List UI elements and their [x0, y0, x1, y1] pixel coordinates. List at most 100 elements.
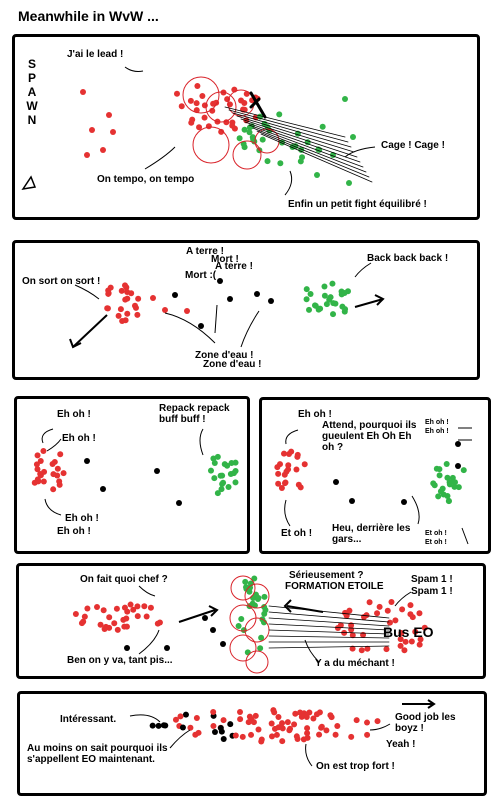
green-player-dot: [241, 144, 248, 151]
red-player-dot: [304, 730, 311, 737]
red-player-dot: [50, 471, 57, 478]
red-player-dot: [408, 638, 415, 645]
red-player-dot: [353, 717, 360, 724]
red-player-dot: [172, 716, 179, 723]
black-player-dot: [455, 441, 461, 447]
red-player-dot: [119, 318, 126, 325]
speech-tick: [305, 743, 313, 767]
red-player-dot: [255, 726, 262, 733]
red-player-dot: [358, 647, 365, 654]
red-player-dot: [134, 613, 141, 620]
red-player-dot: [141, 603, 148, 610]
speech-eto-small-1: Et oh !: [425, 530, 447, 537]
red-player-dot: [194, 82, 201, 89]
label-bus-eo: Bus EO: [383, 624, 434, 640]
speech-eh-4: Eh oh !: [57, 526, 91, 537]
red-player-dot: [374, 718, 381, 725]
red-player-dot: [193, 100, 200, 107]
green-player-dot: [449, 478, 456, 485]
speech-tick: [74, 284, 100, 300]
speech-aterre-1: A terre !: [186, 246, 224, 257]
attack-line: [268, 605, 390, 619]
red-player-dot: [121, 282, 128, 289]
panel-2-drawing: [69, 262, 385, 349]
red-player-dot: [218, 128, 225, 135]
speech-goodjob: Good job les boyz !: [395, 712, 456, 734]
black-player-dot: [172, 292, 178, 298]
red-player-dot: [279, 725, 286, 732]
black-player-dot: [220, 735, 227, 742]
green-player-dot: [236, 135, 243, 142]
speech-tick: [41, 428, 54, 444]
red-player-dot: [199, 93, 206, 100]
green-player-dot: [440, 491, 447, 498]
green-player-dot: [232, 479, 239, 486]
speech-allez: Ben on y va, tant pis...: [67, 655, 173, 666]
green-player-dot: [246, 129, 253, 136]
red-player-dot: [111, 620, 118, 627]
black-player-dot: [154, 468, 160, 474]
speech-tick: [461, 527, 469, 545]
attack-line: [240, 118, 358, 158]
red-player-dot: [78, 620, 85, 627]
black-player-dot: [179, 724, 186, 731]
green-player-dot: [238, 615, 245, 622]
green-player-dot: [330, 311, 337, 318]
red-player-dot: [285, 462, 292, 469]
red-player-dot: [349, 632, 356, 639]
green-player-dot: [211, 475, 218, 482]
speech-fort: On est trop fort !: [316, 761, 395, 772]
advance-arrow: [208, 605, 219, 617]
green-player-dot: [350, 134, 356, 140]
back-arrow: [374, 294, 385, 306]
attack-line: [232, 112, 352, 148]
red-player-dot: [275, 470, 282, 477]
target-circle: [244, 583, 270, 609]
black-player-dot: [162, 722, 169, 729]
red-player-dot: [220, 717, 227, 724]
green-player-dot: [299, 154, 306, 161]
red-player-dot: [364, 719, 371, 726]
speech-moins: Au moins on sait pourquoi ils s'appellen…: [27, 743, 168, 765]
red-player-dot: [316, 731, 323, 738]
attack-line: [256, 130, 370, 178]
red-player-dot: [398, 630, 405, 637]
green-player-dot: [235, 623, 242, 630]
red-player-dot: [209, 107, 216, 114]
black-player-dot: [220, 641, 226, 647]
red-player-dot: [118, 287, 125, 294]
red-player-dot: [282, 479, 289, 486]
green-player-dot: [321, 292, 328, 299]
speech-tick: [344, 146, 376, 158]
speech-tick: [284, 170, 293, 196]
red-player-dot: [323, 727, 330, 734]
green-player-dot: [255, 595, 262, 602]
red-player-dot: [128, 290, 135, 297]
green-player-dot: [211, 459, 218, 466]
attack-line: [248, 124, 364, 168]
green-player-dot: [241, 126, 248, 133]
red-player-dot: [252, 712, 259, 719]
red-player-dot: [117, 306, 124, 313]
green-player-dot: [261, 593, 268, 600]
attack-line: [268, 629, 390, 635]
back-arrow: [354, 298, 384, 308]
red-player-dot: [364, 645, 371, 652]
red-player-dot: [113, 605, 120, 612]
green-player-dot: [207, 467, 214, 474]
red-player-dot: [34, 452, 41, 459]
target-circle: [230, 575, 256, 601]
green-player-dot: [314, 172, 320, 178]
red-player-dot: [127, 601, 134, 608]
red-player-dot: [275, 713, 282, 720]
speech-tick: [124, 66, 144, 72]
panel-4: Eh oh ! Attend, pourquoi ils gueulent Eh…: [259, 397, 491, 554]
green-player-dot: [445, 498, 452, 505]
red-player-dot: [245, 719, 252, 726]
red-player-dot: [237, 709, 244, 716]
red-player-dot: [268, 720, 275, 727]
red-player-dot: [283, 468, 290, 475]
red-player-dot: [241, 99, 248, 106]
speech-eto-small-2: Et oh !: [425, 539, 447, 546]
red-player-dot: [388, 599, 395, 606]
